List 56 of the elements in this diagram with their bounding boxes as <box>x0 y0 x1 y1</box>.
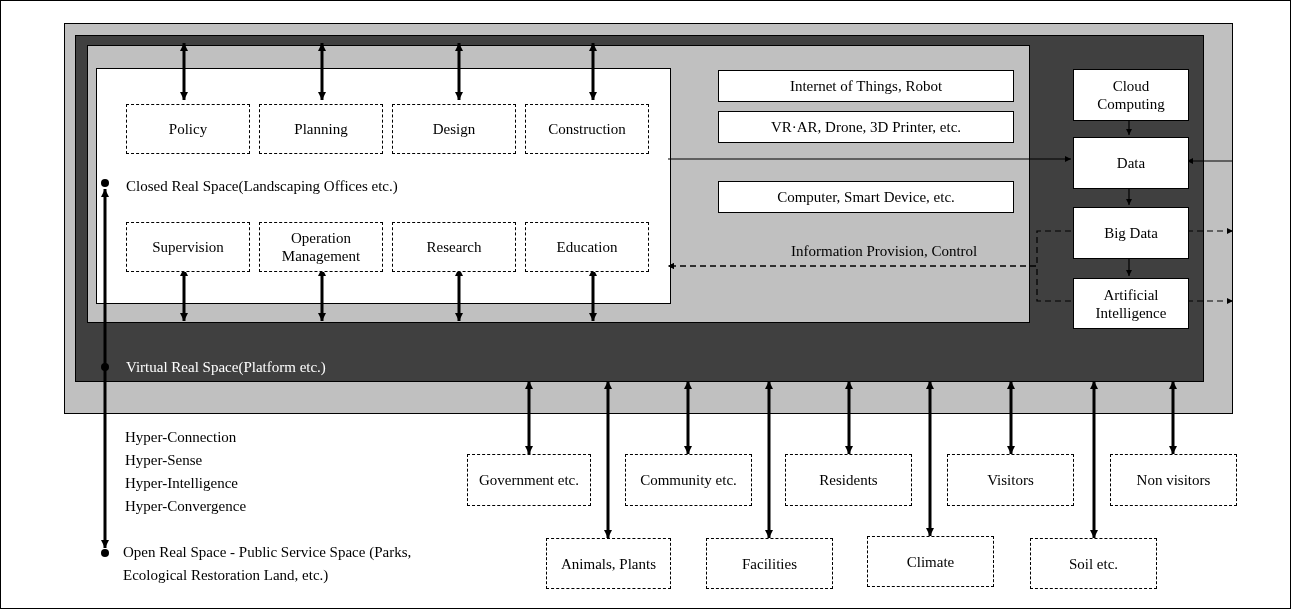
arrow <box>684 381 692 454</box>
arrow <box>1126 186 1132 206</box>
task-box: Supervision <box>126 222 250 272</box>
arrow <box>1126 256 1132 277</box>
keyword-text: Hyper-Convergence <box>125 498 247 515</box>
arrow <box>455 43 463 100</box>
panel-title: Closed Real Space(Landscaping Offices etc.) <box>126 177 398 195</box>
keyword-text: Hyper-Intelligence <box>125 475 238 492</box>
environment-box: Climate <box>867 536 994 587</box>
arrow <box>1186 158 1234 164</box>
office-panel <box>96 68 671 304</box>
band-title: Virtual Real Space(Platform etc.) <box>126 358 326 376</box>
task-box: Operation Management <box>259 222 383 272</box>
data-box: Data <box>1073 137 1189 189</box>
arrow <box>1090 381 1098 538</box>
environment-box: Animals, Plants <box>546 538 671 589</box>
technology-box: Internet of Things, Robot <box>718 70 1014 102</box>
arrow <box>926 381 934 536</box>
technology-box: VR·AR, Drone, 3D Printer, etc. <box>718 111 1014 143</box>
arrow <box>101 189 109 548</box>
environment-box: Facilities <box>706 538 833 589</box>
stakeholder-box: Community etc. <box>625 454 752 506</box>
data-box: Artificial Intelligence <box>1073 278 1189 329</box>
keyword-text: Hyper-Connection <box>125 429 237 446</box>
stakeholder-box: Non visitors <box>1110 454 1237 506</box>
task-box: Design <box>392 104 516 154</box>
arrow <box>604 381 612 538</box>
edge-label: Information Provision, Control <box>791 243 978 260</box>
arrow <box>1186 228 1234 234</box>
stakeholder-box: Government etc. <box>467 454 591 506</box>
arrow <box>667 263 1072 302</box>
environment-box: Soil etc. <box>1030 538 1157 589</box>
arrow <box>667 156 1072 162</box>
keyword-text: Hyper-Sense <box>125 452 203 469</box>
task-box: Education <box>525 222 649 272</box>
arrow <box>589 43 597 100</box>
arrow <box>765 381 773 538</box>
space-label: Open Real Space - Public Service Space (Parks, Ecological Restoration Land, etc.) <box>123 541 413 589</box>
arrow <box>525 381 533 454</box>
stakeholder-box: Visitors <box>947 454 1074 506</box>
arrow <box>1186 298 1234 304</box>
arrow <box>180 43 188 100</box>
stakeholder-box: Residents <box>785 454 912 506</box>
data-box: Big Data <box>1073 207 1189 259</box>
technology-panel <box>87 45 1030 323</box>
technology-box: Computer, Smart Device, etc. <box>718 181 1014 213</box>
task-box: Research <box>392 222 516 272</box>
arrow <box>1126 118 1132 136</box>
task-box: Construction <box>525 104 649 154</box>
arrow <box>845 381 853 454</box>
task-box: Policy <box>126 104 250 154</box>
arrow <box>1007 381 1015 454</box>
arrow <box>318 43 326 100</box>
arrow <box>1169 381 1177 454</box>
task-box: Planning <box>259 104 383 154</box>
data-box: Cloud Computing <box>1073 69 1189 121</box>
